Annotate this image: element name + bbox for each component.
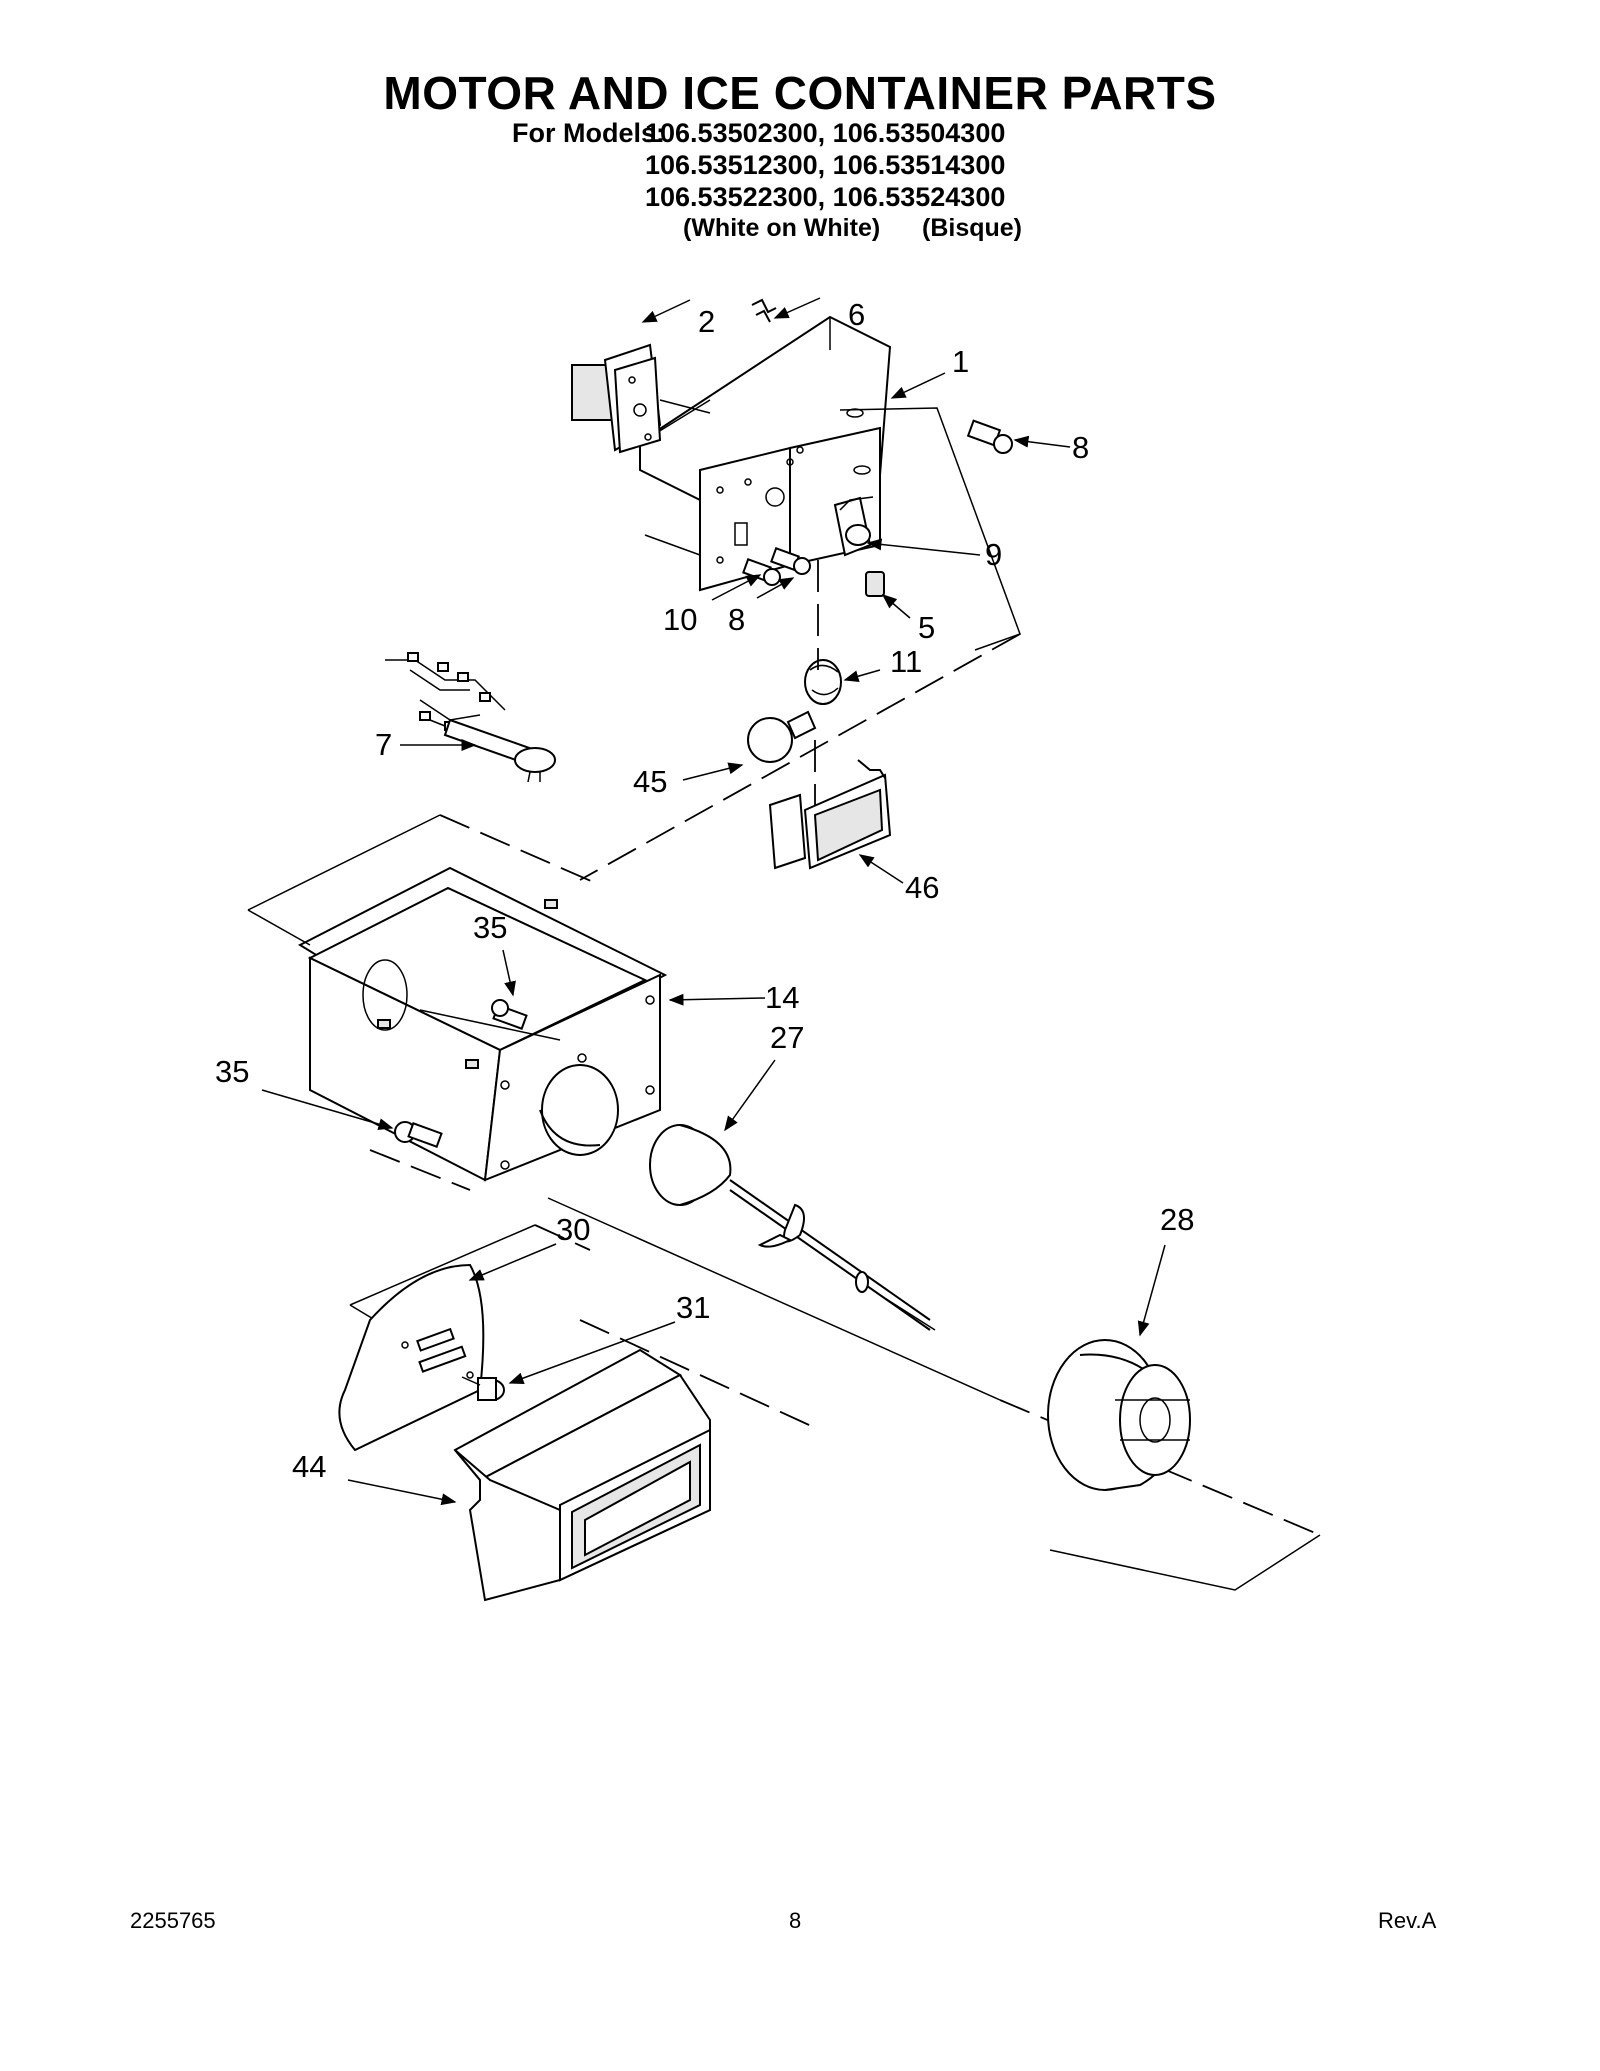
callout-35-inner: 35 bbox=[473, 910, 507, 945]
models-label: For Models: bbox=[512, 118, 665, 148]
doc-number: 2255765 bbox=[130, 1908, 216, 1933]
model-line-3: 106.53522300, 106.53524300 bbox=[645, 182, 1006, 212]
callout-2: 2 bbox=[698, 304, 715, 339]
auger-part bbox=[649, 1124, 936, 1331]
callout-8-mid: 8 bbox=[728, 602, 745, 637]
callout-35-outer: 35 bbox=[215, 1054, 249, 1089]
switch-part bbox=[833, 496, 874, 557]
callout-6: 6 bbox=[848, 297, 865, 332]
wire-harness-part bbox=[385, 652, 556, 783]
screw-part-top bbox=[966, 419, 1013, 454]
light-cover-part bbox=[768, 759, 892, 870]
variant-white: (White on White) bbox=[683, 214, 881, 242]
callout-11: 11 bbox=[890, 644, 922, 679]
callout-5: 5 bbox=[918, 610, 935, 645]
callout-45: 45 bbox=[633, 764, 667, 799]
ice-bucket-part bbox=[453, 1348, 711, 1602]
screw-part-inner bbox=[491, 999, 528, 1030]
callout-10: 10 bbox=[663, 602, 697, 637]
leader-arrows bbox=[261, 297, 1166, 1506]
callout-14: 14 bbox=[765, 980, 799, 1015]
revision-label: Rev.A bbox=[1378, 1908, 1437, 1933]
screw-part-outer bbox=[394, 1121, 443, 1148]
callout-27: 27 bbox=[770, 1020, 804, 1055]
light-socket-part bbox=[804, 659, 842, 705]
page-number: 8 bbox=[789, 1908, 802, 1933]
callout-44: 44 bbox=[292, 1449, 326, 1484]
callout-28: 28 bbox=[1160, 1202, 1194, 1237]
screw-part-mid bbox=[742, 547, 811, 586]
callout-31: 31 bbox=[676, 1290, 710, 1325]
callout-9: 9 bbox=[985, 537, 1002, 572]
motor-part bbox=[571, 343, 711, 454]
crusher-drum-part bbox=[1047, 1339, 1191, 1491]
end-plate-part bbox=[338, 1263, 485, 1452]
ice-container-housing bbox=[297, 866, 668, 1182]
callout-8-top: 8 bbox=[1072, 430, 1089, 465]
page-title: MOTOR AND ICE CONTAINER PARTS bbox=[383, 67, 1217, 119]
nut-part bbox=[461, 1376, 505, 1401]
callout-1: 1 bbox=[952, 344, 969, 379]
clip-part bbox=[751, 298, 777, 323]
callout-labels: 2 6 1 8 9 10 8 5 11 7 45 46 35 14 27 35 … bbox=[215, 297, 1194, 1484]
light-bulb-part bbox=[747, 710, 817, 763]
connector-part bbox=[865, 571, 885, 597]
callout-7: 7 bbox=[375, 727, 392, 762]
variant-bisque: (Bisque) bbox=[922, 214, 1022, 242]
callout-30: 30 bbox=[556, 1212, 590, 1247]
callout-46: 46 bbox=[905, 870, 939, 905]
model-line-1: 106.53502300, 106.53504300 bbox=[645, 118, 1006, 148]
model-line-2: 106.53512300, 106.53514300 bbox=[645, 150, 1006, 180]
